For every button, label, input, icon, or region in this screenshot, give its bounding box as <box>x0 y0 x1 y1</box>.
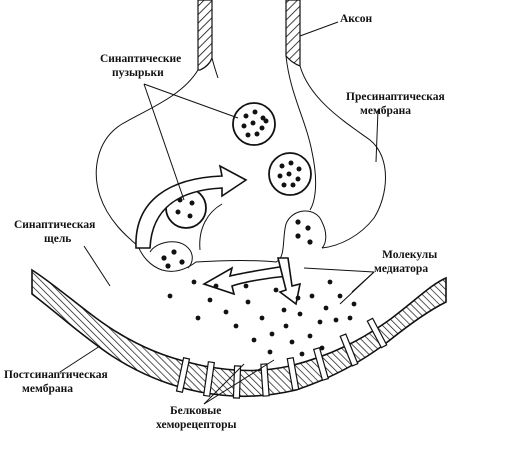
presyn-label-line1: Пресинаптическая <box>346 91 445 103</box>
cleft-label-line2: щель <box>44 233 71 245</box>
synaptic-vesicle <box>268 152 312 196</box>
mediator-label-line2: медиатора <box>374 263 428 275</box>
receptors-label-line2: хеморецепторы <box>156 419 236 431</box>
postsyn-label-line1: Постсинаптическая <box>4 369 108 381</box>
presynaptic-terminal <box>95 55 386 249</box>
fused-vesicle-contents <box>161 219 313 269</box>
mediator-label-line1: Молекулы <box>382 249 437 261</box>
vesicles-label-line2: пузырьки <box>112 67 164 79</box>
mediator-molecules <box>167 279 357 357</box>
axon <box>197 0 301 71</box>
receptors-label-line1: Белковые <box>170 405 221 417</box>
vesicles-label-line1: Синаптические <box>100 53 181 65</box>
presyn-label-line2: мембрана <box>360 105 411 117</box>
axon-label: Аксон <box>340 13 372 25</box>
reuptake-arrow <box>199 203 289 296</box>
release-arrow <box>276 257 302 306</box>
postsyn-label-line2: мембрана <box>22 383 73 395</box>
labels: Аксон Синаптические пузырьки Пресинаптич… <box>4 13 445 431</box>
synaptic-vesicle <box>232 102 276 146</box>
recycle-arrow <box>135 164 248 249</box>
presynaptic-membrane <box>137 210 327 272</box>
postsynaptic-membrane <box>31 268 447 399</box>
cleft-label-line1: Синаптическая <box>14 219 95 231</box>
leader-lines <box>59 21 379 405</box>
